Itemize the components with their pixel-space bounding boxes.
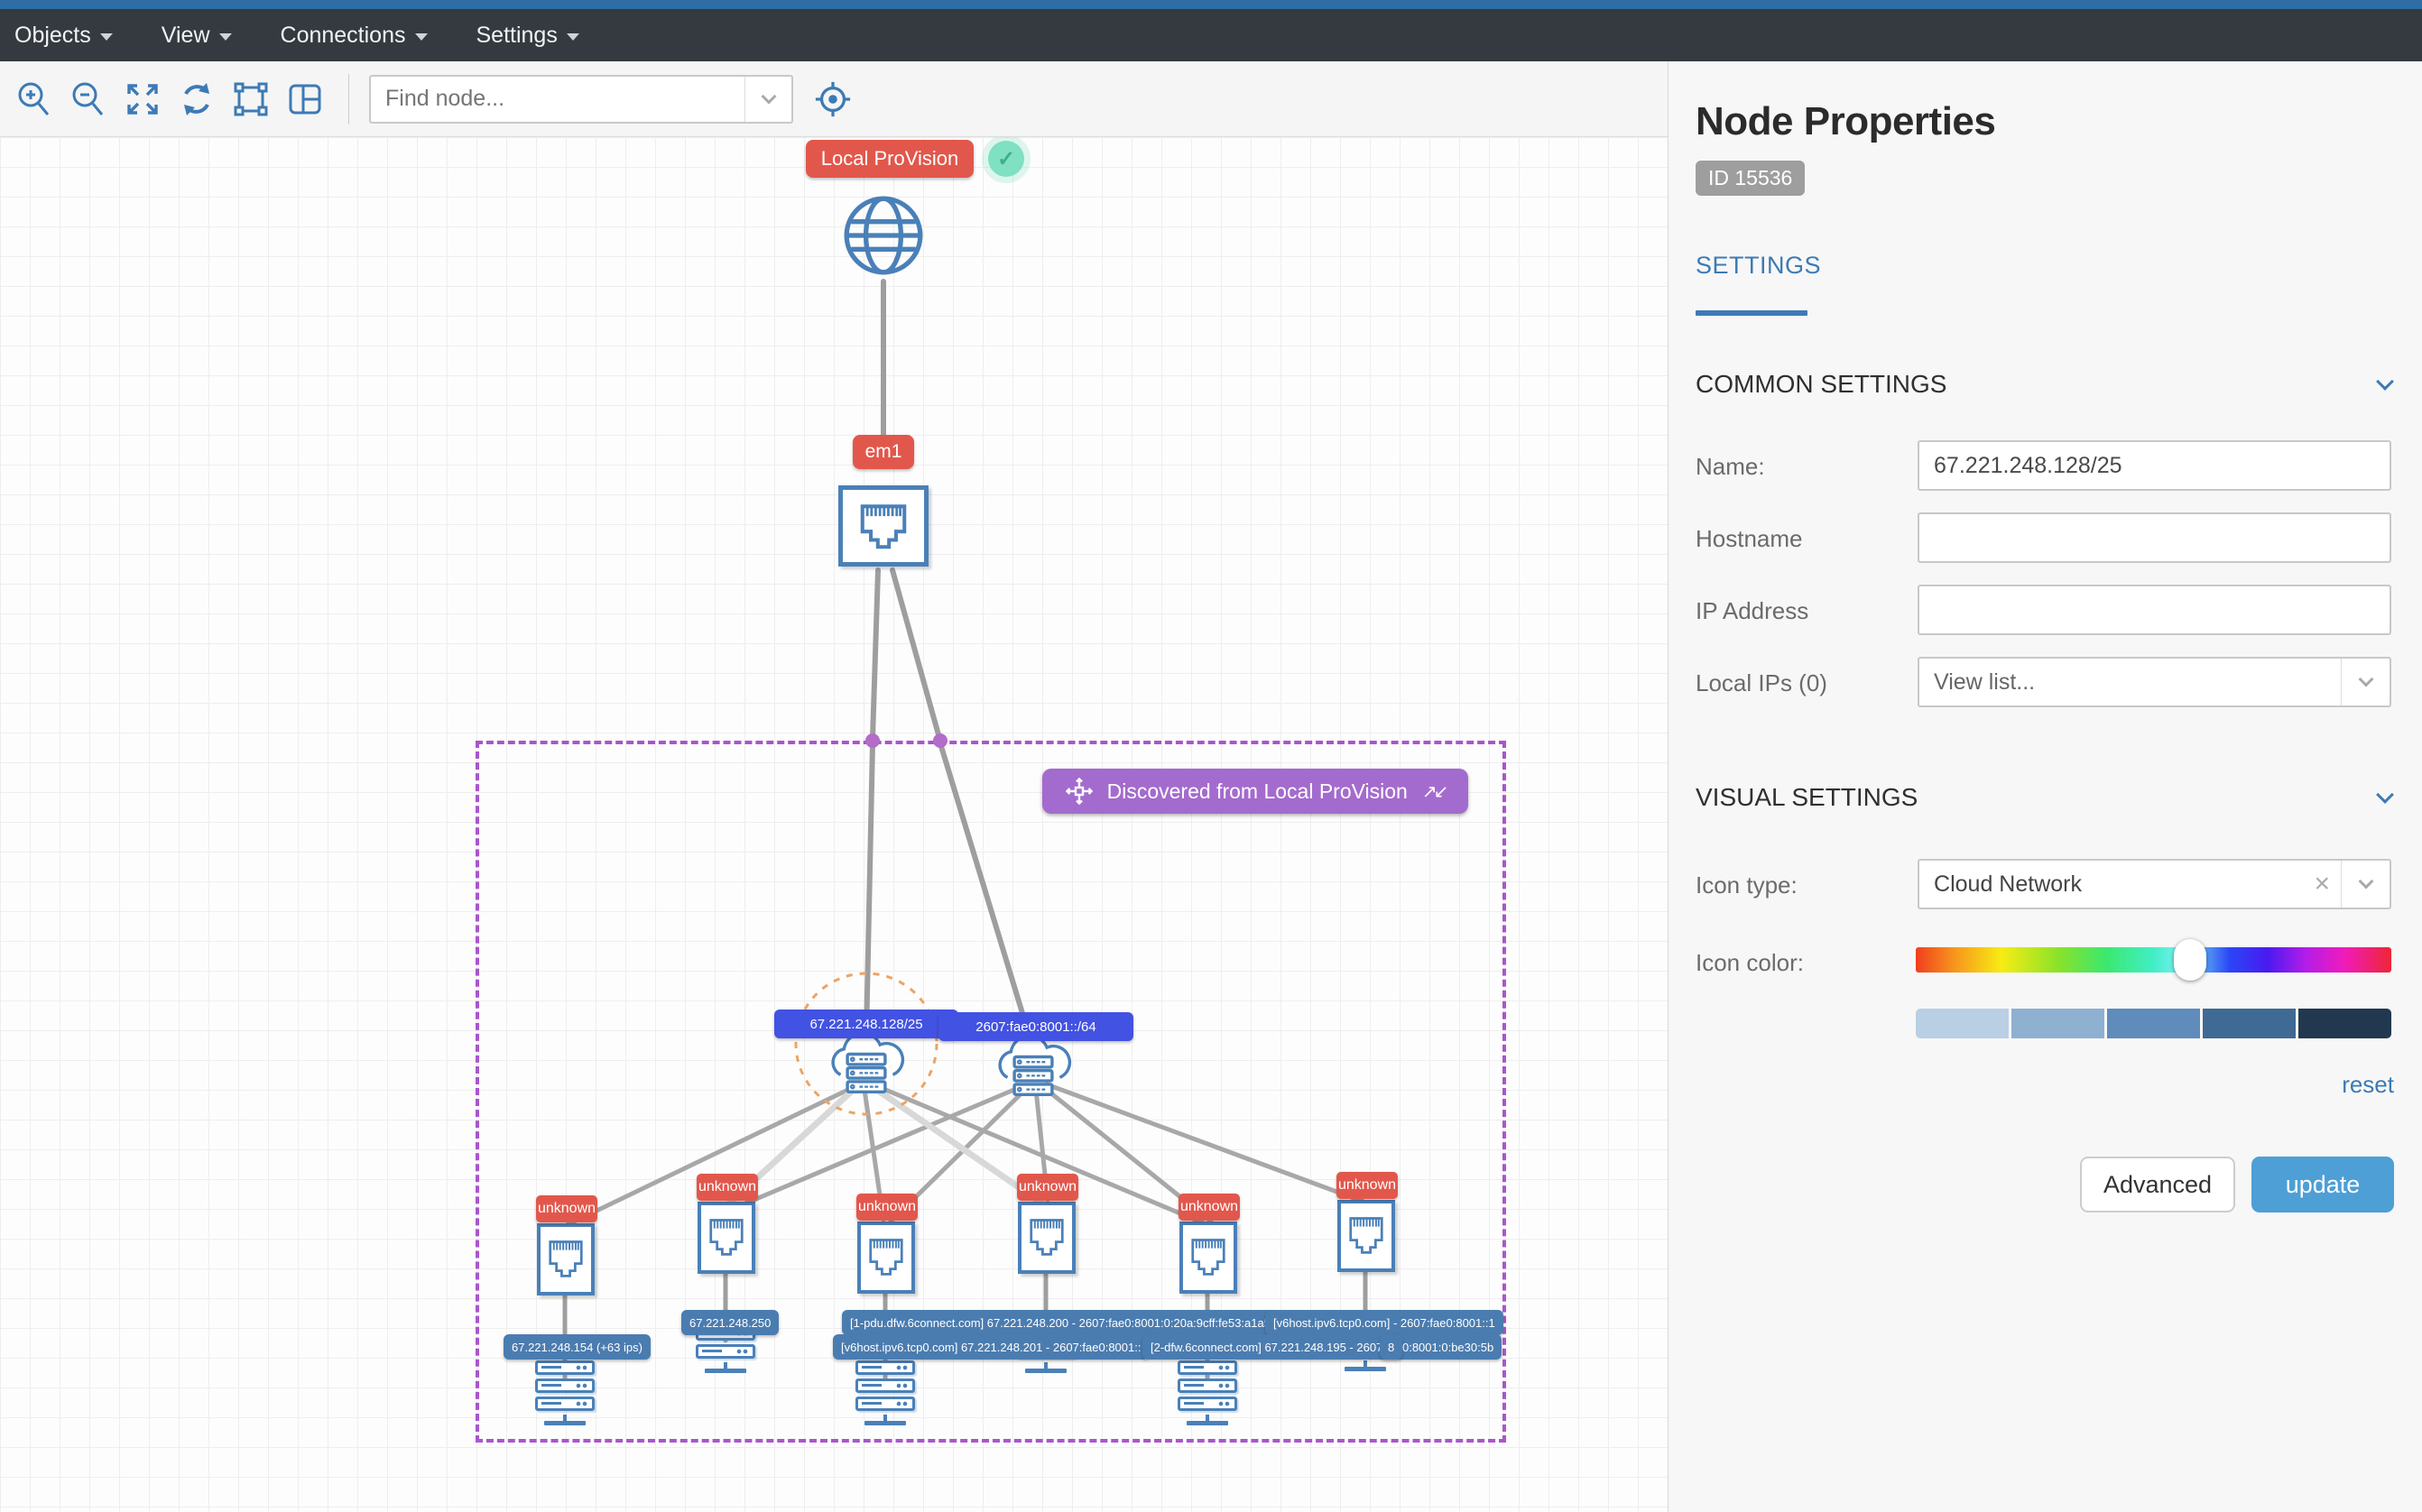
swatch-4[interactable] xyxy=(2203,1009,2296,1038)
node-label-unknown[interactable]: unknown xyxy=(697,1174,758,1201)
leaf-node-label[interactable]: [2-dfw.6connect.com] 67.221.248.195 - 26… xyxy=(1142,1334,1502,1360)
node-id-badge: ID 15536 xyxy=(1696,161,1806,196)
top-accent-strip xyxy=(0,0,2422,9)
status-check-icon: ✓ xyxy=(988,141,1024,177)
leaf-node-label[interactable]: 67.221.248.154 (+63 ips) xyxy=(504,1334,651,1360)
server-node[interactable] xyxy=(1178,1360,1237,1429)
ethernet-node[interactable] xyxy=(1337,1200,1395,1272)
caret-down-icon xyxy=(566,32,579,41)
find-node-combobox xyxy=(369,74,793,124)
cloud-network-node[interactable] xyxy=(986,1031,1080,1100)
update-button[interactable]: update xyxy=(2251,1157,2394,1212)
topology-canvas[interactable]: Local ProVision ✓ em1 Discovered from Lo… xyxy=(0,137,1668,1512)
node-label-unknown[interactable]: unknown xyxy=(1336,1172,1398,1199)
hostname-field-row: Hostname xyxy=(1696,512,2391,563)
tab-settings[interactable]: SETTINGS xyxy=(1696,252,1822,279)
leaf-node-label[interactable]: 8 xyxy=(1380,1334,1403,1360)
local-ips-field-row: Local IPs (0) View list... xyxy=(1696,657,2391,707)
shade-swatches xyxy=(1916,1009,2391,1038)
ethernet-node[interactable] xyxy=(1179,1222,1237,1294)
canvas-toolbar xyxy=(0,61,1668,137)
cloud-network-icon xyxy=(998,1034,1072,1097)
chevron-down-icon xyxy=(2376,373,2394,391)
menu-objects[interactable]: Objects xyxy=(14,23,113,49)
leaf-node-label[interactable]: 67.221.248.250 xyxy=(681,1310,780,1335)
icon-type-field-row: Icon type: Cloud Network × xyxy=(1696,859,2391,909)
locate-node-icon[interactable] xyxy=(813,79,853,119)
menu-view[interactable]: View xyxy=(162,23,232,49)
ethernet-node[interactable] xyxy=(857,1222,915,1294)
discovered-group-label[interactable]: Discovered from Local ProVision ↗↙ xyxy=(1042,769,1468,814)
cloud-node-label[interactable]: 2607:fae0:8001::/64 xyxy=(938,1012,1133,1041)
common-settings-header[interactable]: COMMON SETTINGS xyxy=(1696,370,2394,399)
chevron-down-icon[interactable] xyxy=(2341,861,2390,908)
leaf-node-label[interactable]: [v6host.ipv6.tcp0.com] 67.221.248.201 - … xyxy=(833,1334,1150,1360)
reset-link[interactable]: reset xyxy=(2342,1071,2394,1098)
menu-bar: Objects View Connections Settings xyxy=(0,9,2422,61)
caret-down-icon xyxy=(99,32,113,41)
swatch-5[interactable] xyxy=(2298,1009,2391,1038)
icon-type-select[interactable]: Cloud Network × xyxy=(1918,859,2391,909)
fit-screen-icon[interactable] xyxy=(123,79,162,119)
zoom-out-icon[interactable] xyxy=(69,79,108,119)
refresh-layout-icon[interactable] xyxy=(177,79,217,119)
hue-slider[interactable] xyxy=(1916,939,2391,981)
cloud-network-icon xyxy=(831,1031,905,1094)
local-ips-select[interactable]: View list... xyxy=(1918,657,2391,707)
tab-active-indicator xyxy=(1696,310,1807,316)
hue-slider-thumb[interactable] xyxy=(2174,939,2206,981)
node-label-unknown[interactable]: unknown xyxy=(536,1195,597,1222)
node-properties-panel: Node Properties ID 15536 SETTINGS COMMON… xyxy=(1668,61,2422,1512)
caret-down-icon xyxy=(414,32,428,41)
collapse-arrows-icon: ↗↙ xyxy=(1421,781,1448,802)
chevron-down-icon xyxy=(761,88,776,104)
panel-title: Node Properties xyxy=(1696,99,1996,143)
icon-color-field-row: Icon color: xyxy=(1696,936,2391,1038)
chevron-down-icon xyxy=(2376,786,2394,804)
node-label-interface[interactable]: em1 xyxy=(853,435,914,469)
find-node-input[interactable] xyxy=(371,86,744,112)
server-node[interactable] xyxy=(855,1360,915,1429)
globe-icon xyxy=(844,196,923,275)
cloud-network-node[interactable] xyxy=(819,1028,913,1097)
node-label-unknown[interactable]: unknown xyxy=(1179,1194,1240,1221)
visual-settings-header[interactable]: VISUAL SETTINGS xyxy=(1696,783,2394,812)
ethernet-port-node[interactable] xyxy=(838,485,929,567)
panel-actions: Advanced update xyxy=(1696,1157,2394,1212)
menu-settings[interactable]: Settings xyxy=(476,23,579,49)
name-input[interactable] xyxy=(1919,452,2390,479)
menu-connections[interactable]: Connections xyxy=(281,23,428,49)
chevron-down-icon[interactable] xyxy=(2341,659,2390,705)
server-node[interactable] xyxy=(535,1360,595,1429)
select-region-icon[interactable] xyxy=(231,79,271,119)
swatch-3[interactable] xyxy=(2107,1009,2200,1038)
move-icon xyxy=(1065,778,1093,805)
advanced-button[interactable]: Advanced xyxy=(2080,1157,2235,1212)
clear-icon[interactable]: × xyxy=(2314,869,2330,899)
ethernet-node[interactable] xyxy=(698,1202,755,1274)
ethernet-node[interactable] xyxy=(537,1223,595,1295)
split-panel-icon[interactable] xyxy=(285,79,325,119)
hostname-input[interactable] xyxy=(1919,524,2390,551)
ethernet-node[interactable] xyxy=(1018,1202,1076,1274)
caret-down-icon xyxy=(218,32,232,41)
swatch-2[interactable] xyxy=(2011,1009,2104,1038)
find-node-dropdown-button[interactable] xyxy=(744,76,791,122)
node-label-unknown[interactable]: unknown xyxy=(1017,1174,1078,1201)
ethernet-port-icon xyxy=(860,504,907,549)
node-label-root[interactable]: Local ProVision xyxy=(806,140,974,178)
ip-address-field-row: IP Address xyxy=(1696,585,2391,635)
ip-address-input[interactable] xyxy=(1919,596,2390,623)
leaf-node-label[interactable]: [v6host.ipv6.tcp0.com] - 2607:fae0:8001:… xyxy=(1265,1310,1503,1335)
leaf-node-label[interactable]: [1-pdu.dfw.6connect.com] 67.221.248.200 … xyxy=(842,1310,1279,1335)
node-label-unknown[interactable]: unknown xyxy=(856,1194,918,1221)
toolbar-divider xyxy=(348,73,349,124)
name-field-row: Name: xyxy=(1696,440,2391,491)
zoom-in-icon[interactable] xyxy=(14,79,54,119)
internet-globe-node[interactable] xyxy=(839,191,928,284)
cloud-node-label[interactable]: 67.221.248.128/25 xyxy=(774,1010,958,1038)
swatch-1[interactable] xyxy=(1916,1009,2009,1038)
